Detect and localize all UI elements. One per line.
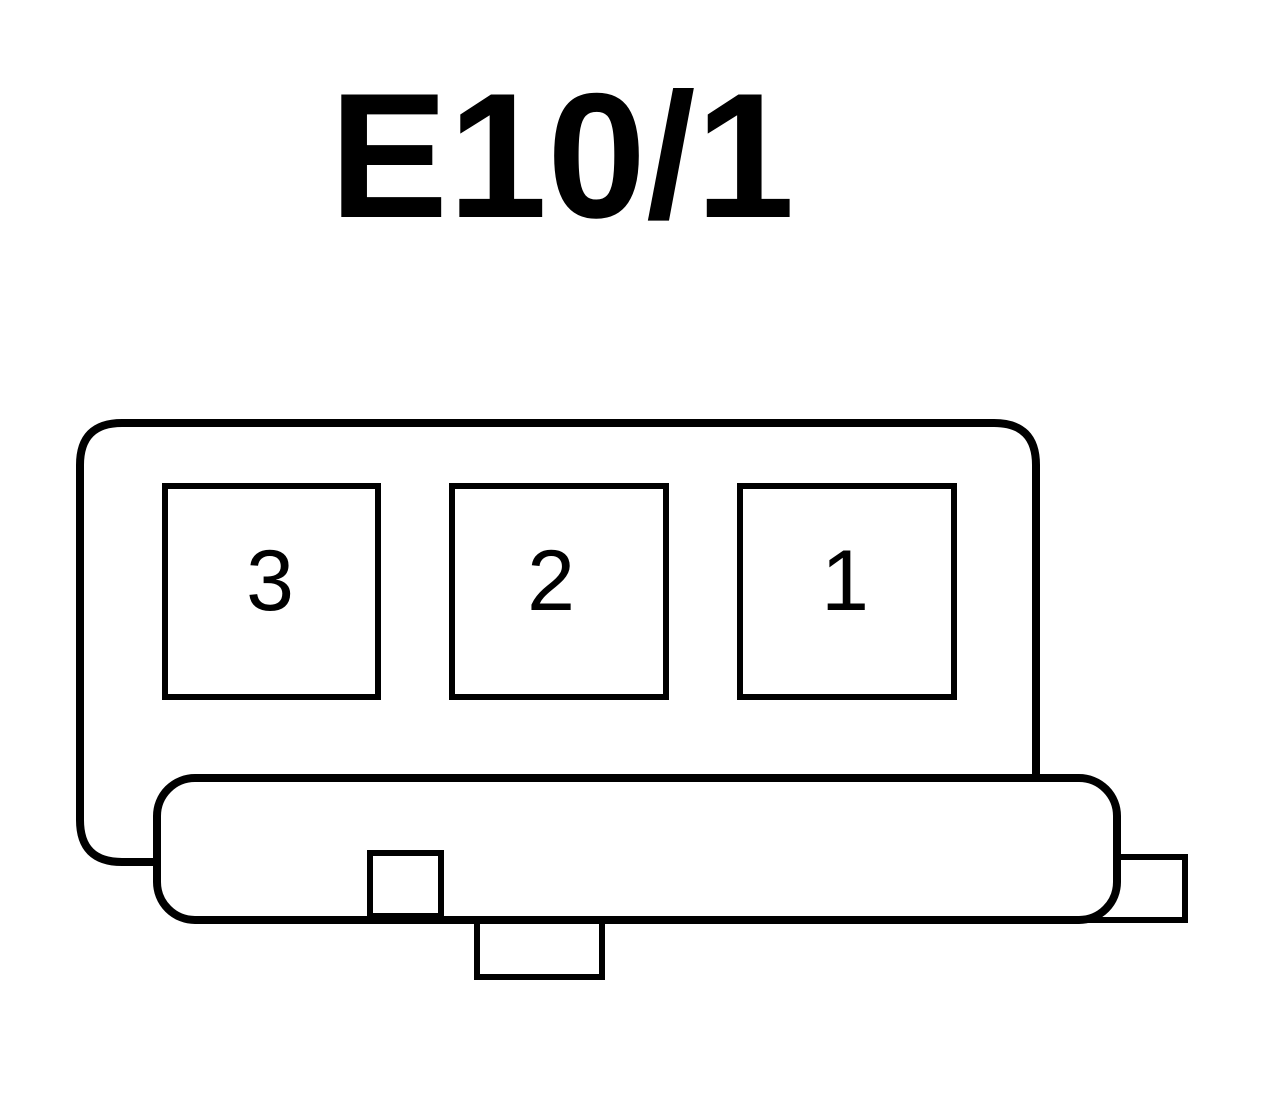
pin-cavity-2: 2	[449, 483, 669, 700]
pin-label-1: 1	[821, 533, 869, 629]
locking-latch	[153, 774, 1121, 924]
pin-cavity-1: 1	[737, 483, 957, 700]
pin-label-2: 2	[527, 533, 575, 629]
latch-notch	[367, 850, 444, 919]
pin-label-3: 3	[246, 533, 294, 629]
pin-cavity-3: 3	[162, 483, 381, 700]
connector-housing	[76, 419, 1040, 866]
connector-title: E10/1	[329, 56, 794, 255]
